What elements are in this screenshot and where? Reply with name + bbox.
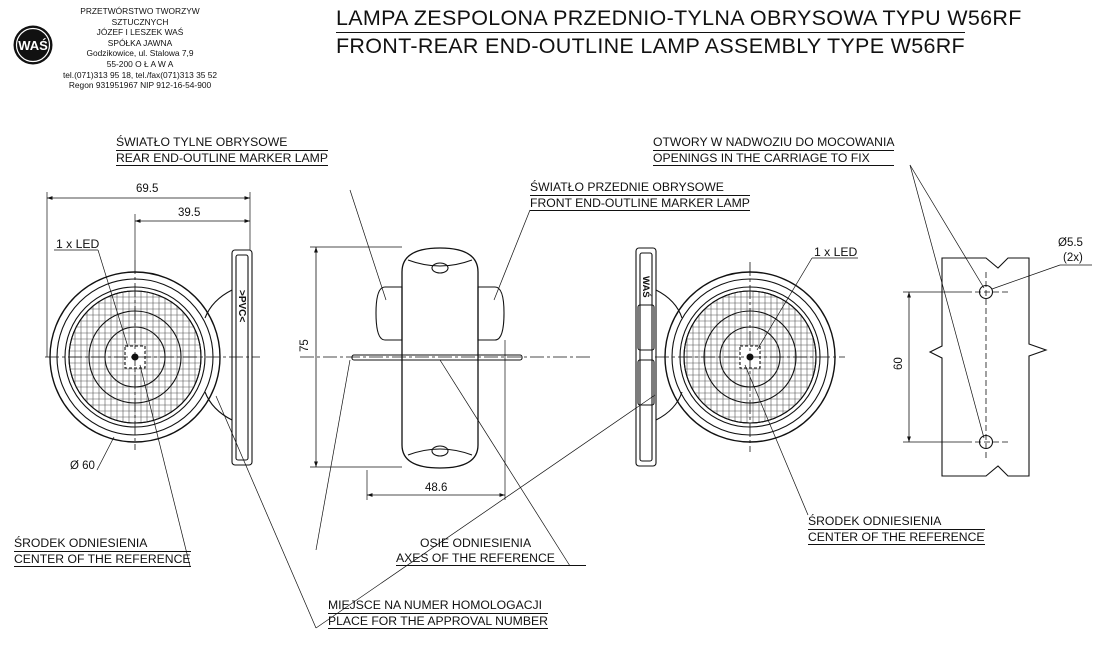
dim-height: 75 [299, 339, 311, 352]
led-label-right: 1 x LED [814, 245, 858, 259]
holes-label: OTWORY W NADWOZIU DO MOCOWANIA OPENINGS … [653, 135, 895, 166]
dim-hole-diameter: Ø5.5 [1058, 237, 1083, 249]
approval-number-pl: MIEJSCE NA NUMER HOMOLOGACJI [328, 598, 548, 614]
was-mark: WAŚ [640, 276, 652, 298]
company-line: PRZETWÓRSTWO TWORZYW SZTUCZNYCH [80, 6, 200, 27]
led-label-left: 1 x LED [56, 237, 100, 251]
front-lamp-label: ŚWIATŁO PRZEDNIE OBRYSOWE FRONT END-OUTL… [530, 180, 750, 211]
holes-label-pl: OTWORY W NADWOZIU DO MOCOWANIA [653, 135, 895, 151]
center-reference-right-pl: ŚRODEK ODNIESIENIA [808, 514, 985, 530]
dim-depth: 48.6 [425, 482, 448, 494]
approval-number-en: PLACE FOR THE APPROVAL NUMBER [328, 613, 548, 629]
axes-reference-label: OSIE ODNIESIENIA AXES OF THE REFERENCE [316, 536, 586, 566]
mounting-plate [928, 257, 1048, 477]
rear-lamp-label: ŚWIATŁO TYLNE OBRYSOWE REAR END-OUTLINE … [116, 135, 328, 166]
left-lamp-view [49, 249, 253, 466]
company-line: 55-200 O Ł A W A [106, 58, 174, 69]
front-lamp-label-pl: ŚWIATŁO PRZEDNIE OBRYSOWE [530, 180, 750, 196]
front-lamp-label-en: FRONT END-OUTLINE MARKER LAMP [530, 195, 750, 211]
title-polish: LAMPA ZESPOLONA PRZEDNIO-TYLNA OBRYSOWA … [336, 6, 1022, 30]
holes-label-en: OPENINGS IN THE CARRIAGE TO FIX [653, 151, 895, 166]
dim-diameter: Ø 60 [70, 460, 95, 472]
pvc-mark: >PVC< [236, 290, 247, 322]
company-line: Godzikowice, ul. Stalowa 7,9 [86, 48, 194, 59]
company-line: SPÓŁKA JAWNA [107, 37, 173, 48]
rear-lamp-label-en: REAR END-OUTLINE MARKER LAMP [116, 150, 328, 166]
company-line: Regon 931951967 NIP 912-16-54-900 [68, 80, 212, 91]
company-line: tel.(071)313 95 18, tel./fax(071)313 35 … [62, 69, 218, 80]
company-info: PRZETWÓRSTWO TWORZYW SZTUCZNYCH JÓZEF I … [56, 6, 224, 91]
center-reference-right-en: CENTER OF THE REFERENCE [808, 529, 985, 545]
logo-text: WAŚ [18, 38, 48, 53]
dim-offset-width: 39.5 [178, 207, 201, 219]
axes-reference-en: AXES OF THE REFERENCE [396, 551, 586, 566]
middle-lamp-view [351, 247, 523, 469]
center-reference-left-label: ŚRODEK ODNIESIENIA CENTER OF THE REFEREN… [14, 536, 191, 567]
company-line: JÓZEF I LESZEK WAŚ [96, 27, 184, 38]
center-reference-left-pl: ŚRODEK ODNIESIENIA [14, 536, 191, 552]
approval-number-label: MIEJSCE NA NUMER HOMOLOGACJI PLACE FOR T… [328, 598, 548, 629]
center-reference-left-en: CENTER OF THE REFERENCE [14, 551, 191, 567]
dim-hole-spacing: 60 [893, 357, 905, 370]
company-logo: WAŚ [12, 24, 54, 66]
title-english: FRONT-REAR END-OUTLINE LAMP ASSEMBLY TYP… [336, 32, 965, 58]
axes-reference-pl: OSIE ODNIESIENIA [420, 536, 532, 550]
dim-hole-count: (2x) [1063, 252, 1083, 264]
dim-overall-width: 69.5 [136, 183, 159, 195]
center-reference-right-label: ŚRODEK ODNIESIENIA CENTER OF THE REFEREN… [808, 514, 985, 545]
rear-lamp-label-pl: ŚWIATŁO TYLNE OBRYSOWE [116, 135, 328, 151]
